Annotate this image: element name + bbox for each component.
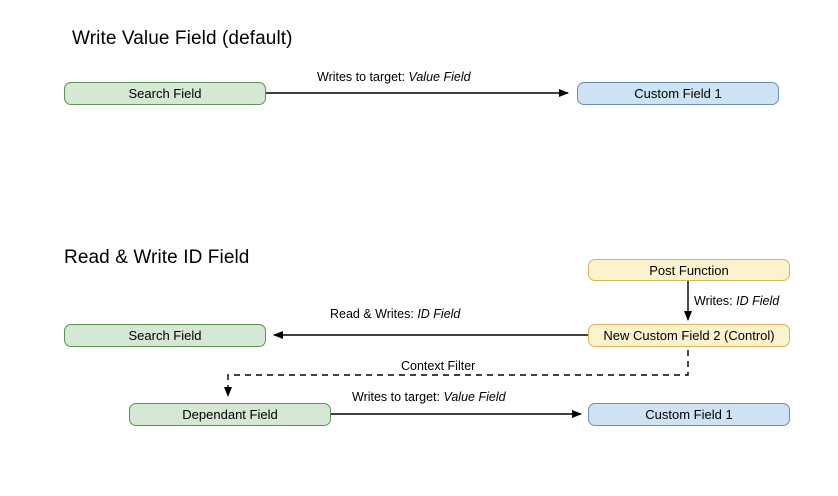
edge-label-emphasis: Value Field (408, 70, 471, 84)
node-custom-field-1-bottom[interactable]: Custom Field 1 (588, 403, 790, 426)
edge-label-context-filter: Context Filter (401, 359, 476, 373)
edge-label-read-writes-id-field: Read & Writes: ID Field (330, 307, 460, 321)
edge-label-writes-to-target-top: Writes to target: Value Field (317, 70, 471, 84)
section-title-read-write-id-field: Read & Write ID Field (64, 247, 250, 268)
edge-label-prefix: Writes to target: (352, 390, 440, 404)
section-title-write-value-field: Write Value Field (default) (72, 28, 293, 49)
edge-label-emphasis: ID Field (417, 307, 461, 321)
node-search-field-2[interactable]: Search Field (64, 324, 266, 347)
edge-label-emphasis: ID Field (736, 294, 780, 308)
node-post-function[interactable]: Post Function (588, 259, 790, 281)
edge-label-prefix: Writes to target: (317, 70, 405, 84)
node-custom-field-1-top[interactable]: Custom Field 1 (577, 82, 779, 105)
node-dependant-field[interactable]: Dependant Field (129, 403, 331, 426)
edge-label-writes-id-field: Writes: ID Field (694, 294, 779, 308)
edge-label-writes-to-target-bottom: Writes to target: Value Field (352, 390, 506, 404)
node-search-field-1[interactable]: Search Field (64, 82, 266, 105)
edge-label-emphasis: Value Field (443, 390, 506, 404)
node-new-custom-field-2[interactable]: New Custom Field 2 (Control) (588, 324, 790, 347)
edge-label-prefix: Read & Writes: (330, 307, 414, 321)
edge-label-prefix: Writes: (694, 294, 733, 308)
